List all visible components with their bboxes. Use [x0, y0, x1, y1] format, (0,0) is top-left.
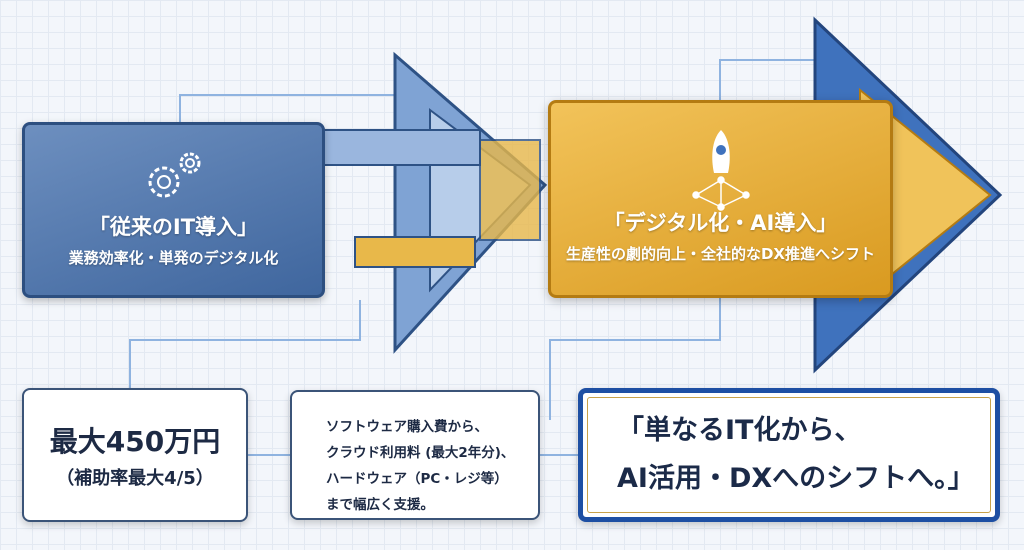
coverage-box: ソフトウェア購入費から、 クラウド利用料 (最大2年分)、 ハードウェア（PC・… — [290, 390, 540, 520]
coverage-line: まで幅広く支援。 — [326, 497, 434, 513]
circuit-block — [479, 139, 541, 241]
digital-title: 「デジタル化・AI導入」 — [603, 210, 838, 235]
gears-icon — [148, 152, 200, 198]
message-line: 「単なるIT化から、 — [617, 415, 862, 446]
message-box: 「単なるIT化から、 AI活用・DXへのシフトへ。」 — [578, 388, 1000, 522]
circuit-block — [354, 236, 476, 268]
digital-ai-card: 「デジタル化・AI導入」 生産性の劇的向上・全社的なDX推進へシフト — [548, 100, 893, 298]
subsidy-amount: 最大450万円 — [49, 425, 221, 458]
coverage-line: ソフトウェア購入費から、 — [326, 419, 488, 435]
legacy-title: 「従来のIT導入」 — [88, 214, 259, 239]
coverage-line: ハードウェア（PC・レジ等） — [326, 471, 508, 487]
legacy-subtitle: 業務効率化・単発のデジタル化 — [68, 248, 279, 267]
circuit-block — [319, 129, 481, 166]
subsidy-rate: （補助率最大4/5） — [56, 468, 214, 489]
digital-subtitle: 生産性の劇的向上・全社的なDX推進へシフト — [565, 244, 876, 263]
legacy-it-card: 「従来のIT導入」 業務効率化・単発のデジタル化 — [22, 122, 325, 298]
coverage-line: クラウド利用料 (最大2年分)、 — [326, 445, 515, 461]
rocket-network-icon — [691, 130, 750, 211]
connector-lines — [129, 59, 830, 456]
subsidy-amount-box: 最大450万円 （補助率最大4/5） — [22, 388, 248, 522]
message-line: AI活用・DXへのシフトへ。」 — [617, 463, 975, 494]
